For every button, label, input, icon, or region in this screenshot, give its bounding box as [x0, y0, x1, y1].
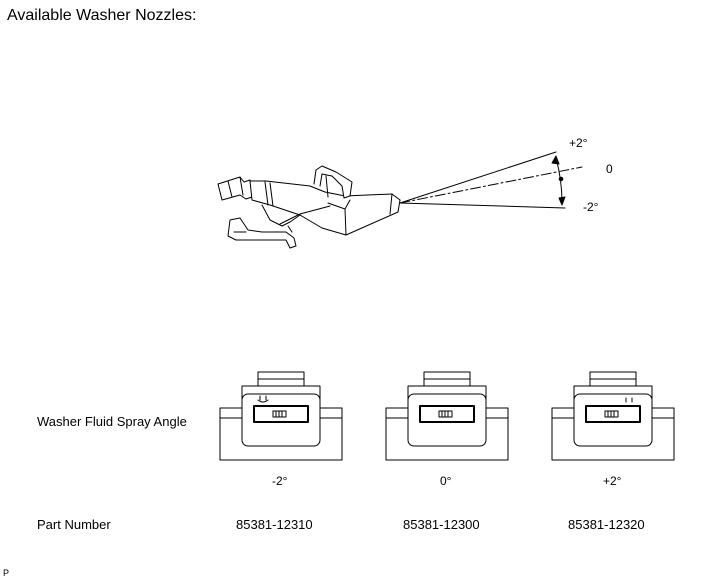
lower-angle-label: -2° — [583, 200, 599, 214]
nozzle-1-angle: -2° — [272, 474, 288, 488]
nozzle-2-part-number: 85381-12300 — [403, 517, 480, 532]
nozzle-2-angle: 0° — [440, 474, 452, 488]
nozzle-clip — [313, 165, 353, 199]
figure-code: P — [3, 568, 10, 578]
angle-mark-icon — [625, 397, 633, 403]
center-angle-label: 0 — [606, 162, 613, 176]
page-title: Available Washer Nozzles: — [7, 7, 197, 24]
nozzle-3-part-number: 85381-12320 — [568, 517, 645, 532]
nozzle-inlet-barb — [217, 176, 253, 201]
lower-spray-line — [399, 202, 566, 209]
nozzle-front-view-2 — [385, 371, 509, 461]
nozzle-1-part-number: 85381-12310 — [236, 517, 313, 532]
nozzle-3-angle: +2° — [603, 474, 622, 488]
nozzle-body — [249, 180, 401, 236]
upper-spray-line — [399, 151, 557, 204]
nozzle-front-view-3 — [551, 371, 675, 461]
part-number-row-label: Part Number — [37, 517, 111, 532]
center-spray-line — [399, 166, 583, 204]
upper-angle-label: +2° — [569, 136, 588, 150]
nozzle-bracket — [227, 204, 331, 249]
spray-angle-lines — [399, 151, 583, 209]
nozzle-front-view-1 — [219, 371, 343, 461]
angle-arc — [551, 155, 566, 206]
angle-mark-icon — [257, 399, 269, 403]
spray-angle-row-label: Washer Fluid Spray Angle — [37, 414, 187, 429]
